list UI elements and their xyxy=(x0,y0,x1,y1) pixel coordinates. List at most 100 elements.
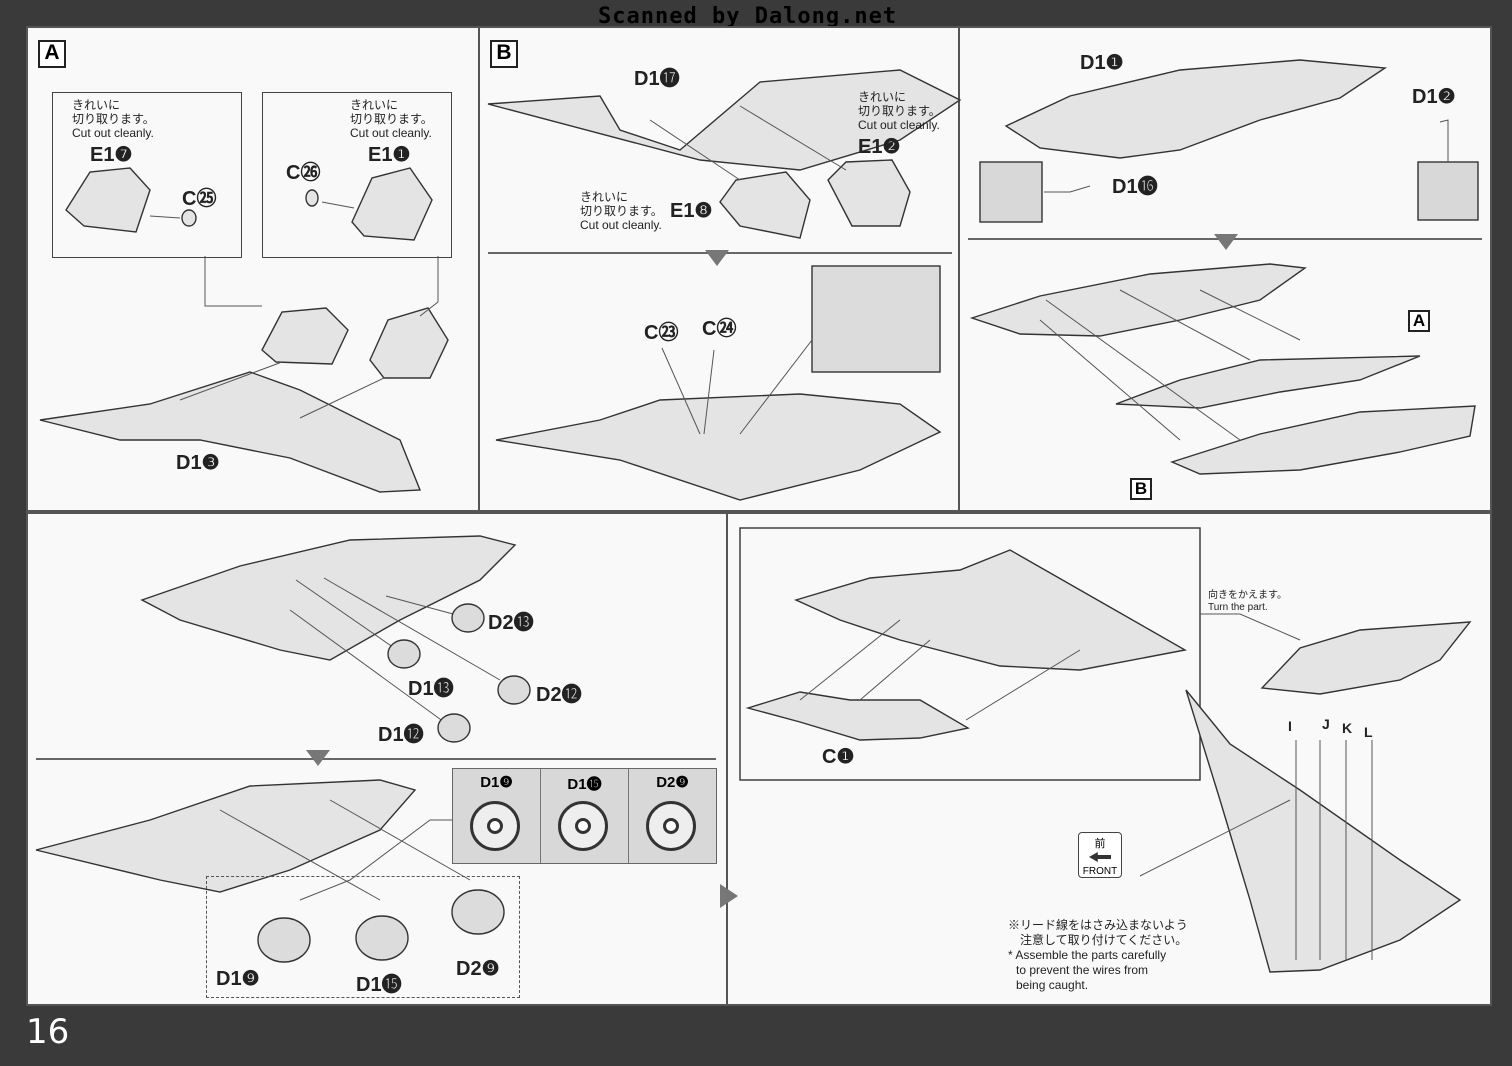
panel-c-inset-right xyxy=(1417,161,1479,221)
panel-a-block-right xyxy=(369,307,449,379)
panel-a-label: A xyxy=(38,40,66,68)
panel-c-hull-top xyxy=(1004,59,1388,159)
part-label-d2-9: D2❾ xyxy=(456,958,500,980)
part-label-c26: C㉖ xyxy=(286,162,321,184)
caution-jp-line1: ※リード線をはさみ込まないよう xyxy=(1008,918,1188,932)
front-label-jp: 前 xyxy=(1094,838,1106,850)
table-cell-label: D1❾ xyxy=(480,774,513,791)
panel-a-note-left: きれいに 切り取ります。 Cut out cleanly. xyxy=(72,98,155,140)
scan-watermark: Scanned by Dalong.net xyxy=(598,4,898,29)
panel-e-turned-part xyxy=(1260,621,1472,695)
wire-label-j: J xyxy=(1322,716,1330,732)
part-d1-13-drawing xyxy=(387,639,421,669)
note-jp-line2: 切り取ります。 xyxy=(72,112,155,126)
panel-a-subbox-left xyxy=(52,92,242,258)
part-label-d1-16: D1⓰ xyxy=(1112,176,1158,198)
table-cell: D2❾ xyxy=(628,769,716,863)
table-cell: D1❾ xyxy=(453,769,540,863)
note-jp-line2: 切り取ります。 xyxy=(580,204,663,218)
part-d2-9-drawing xyxy=(451,889,505,935)
part-d2-13-drawing xyxy=(451,603,485,633)
caution-en-line1: * Assemble the parts carefully xyxy=(1008,948,1167,962)
part-label-c24: C㉔ xyxy=(702,318,737,340)
part-label-d1-13: D1⓭ xyxy=(408,678,454,700)
part-label-d1-9: D1❾ xyxy=(216,968,260,990)
panel-d-hull-top xyxy=(140,535,517,661)
part-d1-12-drawing xyxy=(437,713,471,743)
caution-en-line2: to prevent the wires from xyxy=(1016,963,1149,977)
part-label-d1-17: D1⓱ xyxy=(634,68,680,90)
caution-en-line3: being caught. xyxy=(1016,978,1089,992)
note-jp-line1: きれいに xyxy=(580,190,629,204)
part-label-c25: C㉕ xyxy=(182,188,217,210)
panel-a-hull-wing xyxy=(39,371,422,493)
part-c26-drawing xyxy=(305,189,319,207)
table-cell-label: D2❾ xyxy=(656,774,689,791)
wire-label-i: I xyxy=(1288,718,1292,734)
step-arrow-e xyxy=(720,884,738,908)
part-label-c23: C㉓ xyxy=(644,322,679,344)
panel-c-label-a: A xyxy=(1408,310,1430,332)
table-cell-label: D1⓯ xyxy=(567,776,602,793)
nozzle-ring-icon xyxy=(470,801,520,851)
part-label-d1-12: D1⓬ xyxy=(378,724,424,746)
wire-caution-note: ※リード線をはさみ込まないよう 注意して取り付けてください。 * Assembl… xyxy=(1008,918,1188,993)
part-label-d1-3: D1❸ xyxy=(176,452,220,474)
part-label-d1-2: D1❷ xyxy=(1412,86,1456,108)
front-indicator: 前 FRONT xyxy=(1078,832,1122,878)
front-arrow-icon xyxy=(1089,852,1111,862)
table-cell: D1⓯ xyxy=(540,769,628,863)
panel-c-inset-left xyxy=(979,161,1043,223)
nozzle-ring-icon xyxy=(646,801,696,851)
panel-a-note-right: きれいに 切り取ります。 Cut out cleanly. xyxy=(350,98,433,140)
panel-e-hull xyxy=(794,549,1187,671)
front-label-en: FRONT xyxy=(1082,866,1118,877)
step-arrow-c xyxy=(1214,234,1238,250)
step-arrow-d xyxy=(306,750,330,766)
panel-b-note-top: きれいに 切り取ります。 Cut out cleanly. xyxy=(858,90,941,132)
part-c1-drawing xyxy=(745,691,970,741)
nozzle-ring-icon xyxy=(558,801,608,851)
panel-c-part-b xyxy=(1169,405,1476,475)
part-e1-1-drawing xyxy=(351,167,433,241)
note-en: Turn the part. xyxy=(1208,602,1268,613)
panel-d-divider xyxy=(36,758,716,760)
note-jp-line1: きれいに xyxy=(72,98,121,112)
part-e1-8-drawing xyxy=(719,171,811,239)
panel-e-base xyxy=(1185,689,1462,973)
part-label-e1-7: E1❼ xyxy=(90,144,133,166)
part-label-c1: C❶ xyxy=(822,746,855,768)
panel-b-hull-bottom xyxy=(495,393,942,501)
note-en: Cut out cleanly. xyxy=(350,126,432,140)
part-label-d2-12: D2⓬ xyxy=(536,684,582,706)
step-arrow-b xyxy=(705,250,729,266)
parts-reference-table: D1❾ D1⓯ D2❾ xyxy=(452,768,717,864)
note-en: Cut out cleanly. xyxy=(580,218,662,232)
part-label-d1-1: D1❶ xyxy=(1080,52,1124,74)
note-en: Cut out cleanly. xyxy=(858,118,940,132)
wire-label-k: K xyxy=(1342,720,1353,736)
panel-c-part-a xyxy=(1115,355,1421,409)
panel-c-label-b: B xyxy=(1130,478,1152,500)
part-e1-7-drawing xyxy=(65,167,151,233)
note-jp-line2: 切り取ります。 xyxy=(858,104,941,118)
panel-b-hull-top xyxy=(487,69,962,171)
page-number: 16 xyxy=(26,1012,70,1052)
note-jp-line1: きれいに xyxy=(350,98,399,112)
panel-a-subbox-right xyxy=(262,92,452,258)
turn-note: 向きをかえます。 Turn the part. xyxy=(1208,590,1287,614)
note-jp: 向きをかえます。 xyxy=(1208,590,1287,601)
note-jp-line1: きれいに xyxy=(858,90,907,104)
panel-b-note-bottom: きれいに 切り取ります。 Cut out cleanly. xyxy=(580,190,663,232)
part-label-d1-15: D1⓯ xyxy=(356,974,402,996)
part-label-e1-1: E1❶ xyxy=(368,144,411,166)
part-label-e1-8: E1❽ xyxy=(670,200,713,222)
part-c25-drawing xyxy=(181,209,197,227)
part-d2-12-drawing xyxy=(497,675,531,705)
part-d1-9-drawing xyxy=(257,917,311,963)
panel-d-hull-bottom xyxy=(35,779,417,893)
note-en: Cut out cleanly. xyxy=(72,126,154,140)
part-label-e1-2: E1❷ xyxy=(858,136,901,158)
note-jp-line2: 切り取ります。 xyxy=(350,112,433,126)
